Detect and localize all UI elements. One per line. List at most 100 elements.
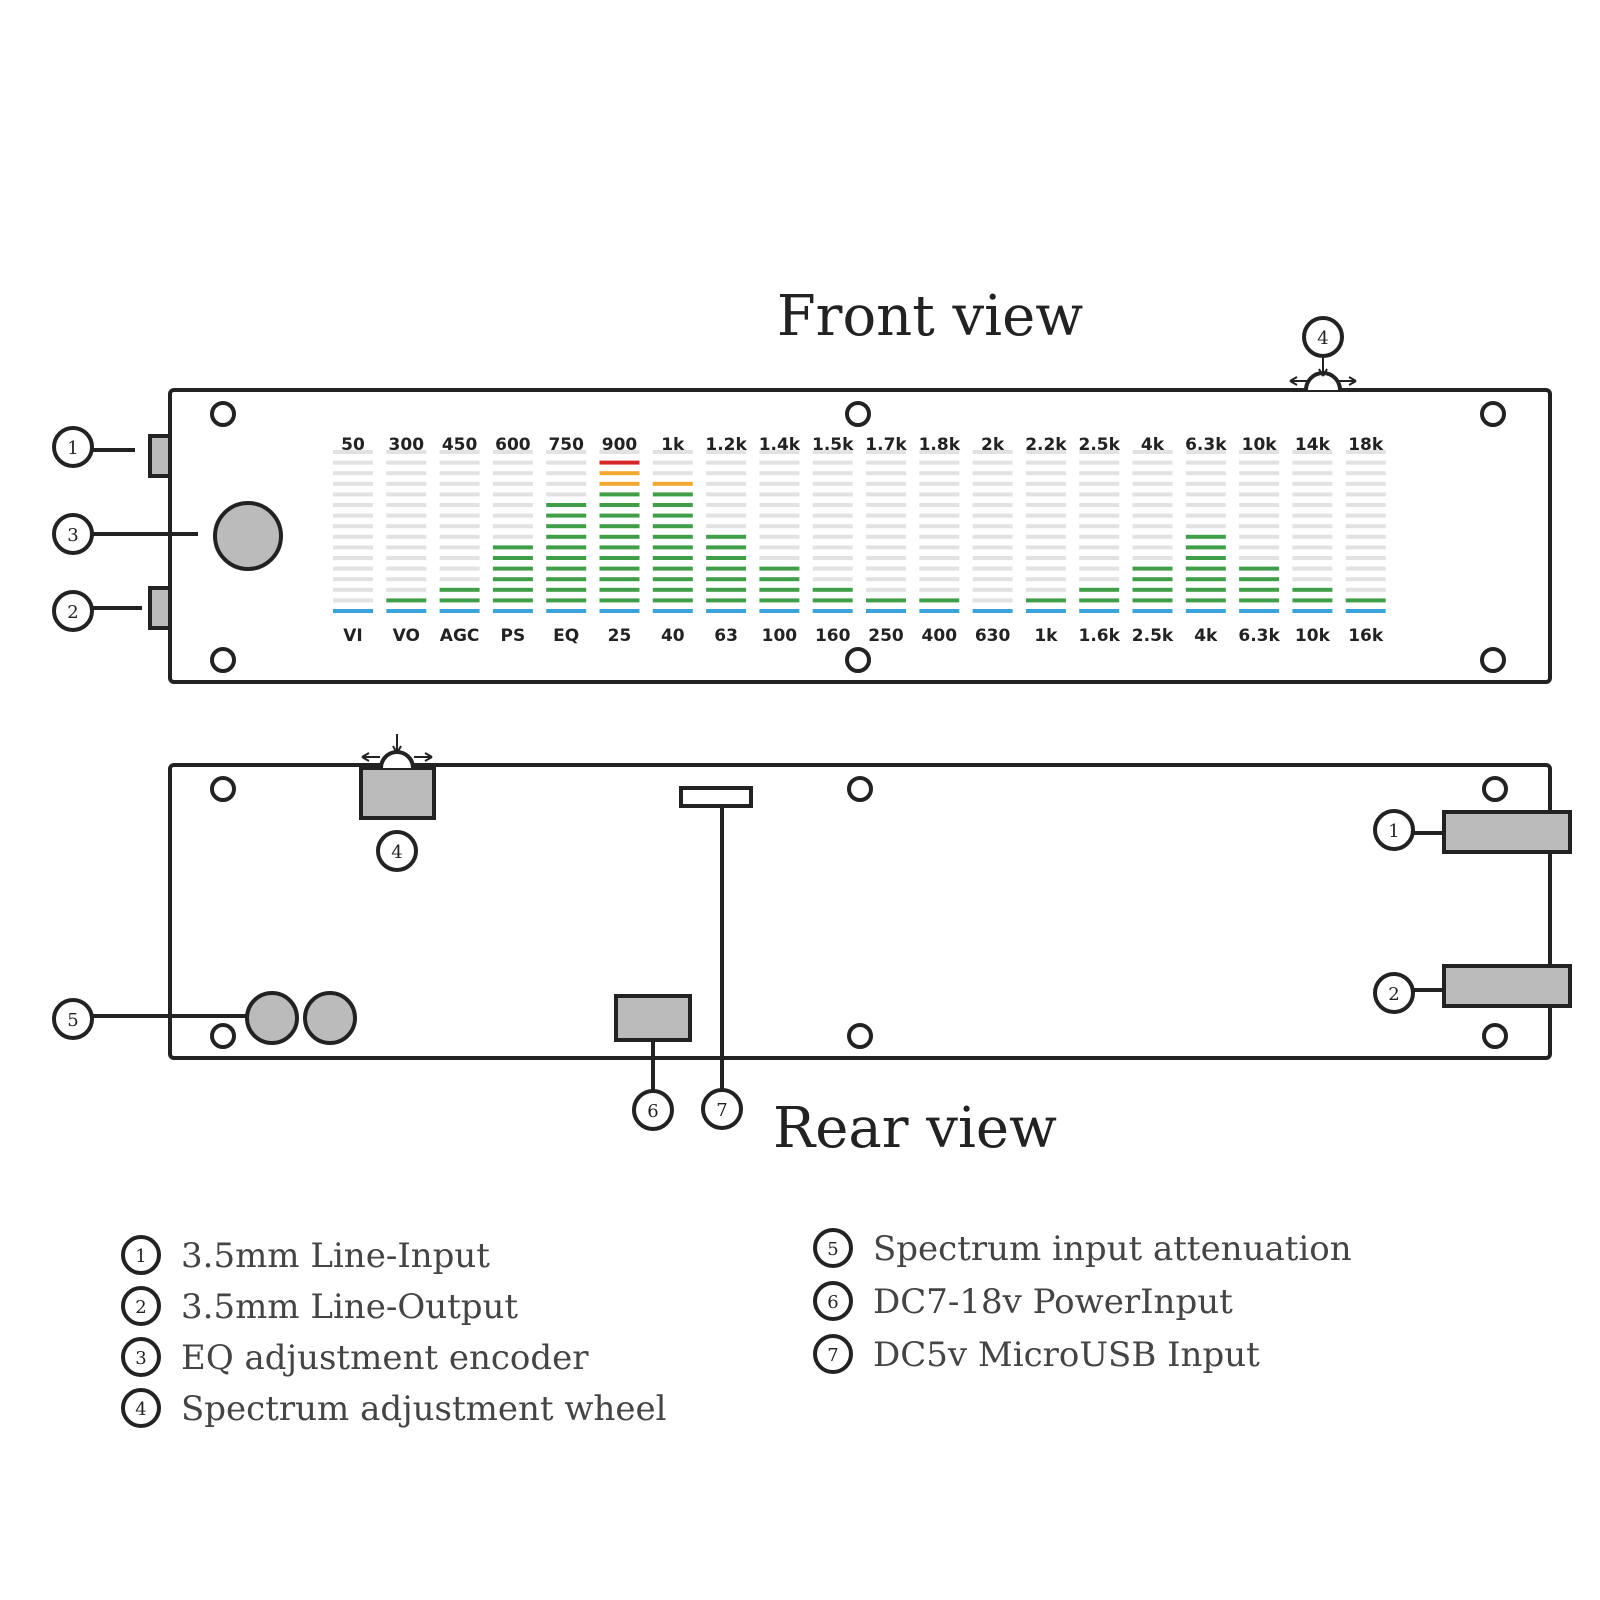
unlit-segment — [1292, 566, 1333, 571]
attenuation-pot — [303, 991, 357, 1045]
callout-circle — [632, 1089, 674, 1131]
bottom-band-label: 25 — [608, 626, 632, 646]
unlit-segment — [972, 587, 1013, 592]
unlit-segment — [386, 481, 427, 486]
spectrum-column: 2.5k1.6k — [1078, 435, 1120, 646]
lit-segment — [652, 492, 693, 497]
callout-number: 5 — [67, 1010, 78, 1031]
unlit-segment — [1185, 481, 1226, 486]
unlit-segment — [1345, 545, 1386, 550]
unlit-segment — [972, 503, 1013, 507]
arrow-head — [392, 745, 402, 754]
bottom-band-label: 4k — [1194, 626, 1218, 646]
base-segment — [919, 609, 960, 613]
bottom-band-label: 100 — [762, 626, 798, 646]
unlit-segment — [1239, 471, 1280, 476]
unlit-segment — [1025, 492, 1066, 497]
legend-number: 4 — [135, 1399, 146, 1420]
lit-segment — [599, 492, 640, 497]
lit-segment — [599, 534, 640, 539]
legend-number: 7 — [827, 1345, 838, 1366]
callout-1-front: 1 — [52, 426, 94, 468]
lit-segment — [1132, 577, 1173, 582]
unlit-segment — [1185, 513, 1226, 518]
unlit-segment — [333, 481, 373, 486]
legend-text: Spectrum adjustment wheel — [181, 1389, 667, 1429]
unlit-segment — [972, 492, 1013, 497]
unlit-segment — [1292, 556, 1333, 560]
unlit-segment — [1025, 503, 1066, 507]
unlit-segment — [333, 450, 373, 454]
unlit-segment — [1345, 481, 1386, 486]
unlit-segment — [333, 545, 373, 550]
legend-number-circle — [813, 1228, 853, 1268]
unlit-segment — [812, 513, 853, 518]
bottom-band-label: 1.6k — [1078, 626, 1120, 646]
callout-circle — [1373, 972, 1415, 1014]
lit-segment — [599, 481, 640, 486]
legend-number: 5 — [827, 1239, 838, 1260]
lit-segment — [1079, 598, 1120, 603]
lit-segment — [599, 524, 640, 529]
lit-segment — [599, 460, 640, 465]
unlit-segment — [1239, 545, 1280, 550]
lit-segment — [1239, 587, 1280, 592]
unlit-segment — [1025, 545, 1066, 550]
lit-segment — [652, 577, 693, 582]
legend-text: EQ adjustment encoder — [181, 1338, 589, 1378]
unlit-segment — [972, 450, 1013, 454]
unlit-segment — [812, 534, 853, 539]
mounting-hole — [1480, 401, 1506, 427]
unlit-segment — [919, 524, 960, 529]
base-segment — [546, 609, 587, 613]
unlit-segment — [866, 587, 906, 592]
unlit-segment — [919, 566, 960, 571]
front-panel — [168, 388, 1552, 684]
lit-segment — [652, 503, 693, 507]
lit-segment — [492, 577, 533, 582]
unlit-segment — [1025, 481, 1066, 486]
unlit-segment — [1025, 577, 1066, 582]
callout-2-rear: 2 — [1373, 972, 1415, 1014]
unlit-segment — [439, 503, 480, 507]
unlit-segment — [546, 492, 587, 497]
unlit-segment — [1345, 460, 1386, 465]
legend-text: DC5v MicroUSB Input — [873, 1335, 1260, 1375]
lit-segment — [1185, 566, 1226, 571]
unlit-segment — [1239, 492, 1280, 497]
unlit-segment — [386, 513, 427, 518]
micro-usb-port — [679, 786, 753, 808]
unlit-segment — [546, 481, 587, 486]
mounting-hole — [845, 401, 871, 427]
arrow-head — [1318, 368, 1328, 377]
mounting-hole — [210, 1023, 236, 1049]
unlit-segment — [812, 545, 853, 550]
unlit-segment — [1292, 513, 1333, 518]
unlit-segment — [706, 460, 747, 465]
lit-segment — [1132, 566, 1173, 571]
rear-panel — [168, 763, 1552, 1060]
bottom-band-label: 40 — [661, 626, 685, 646]
unlit-segment — [439, 460, 480, 465]
unlit-segment — [919, 471, 960, 476]
mounting-hole — [210, 647, 236, 673]
lit-segment — [652, 513, 693, 518]
unlit-segment — [759, 460, 800, 465]
unlit-segment — [759, 545, 800, 550]
unlit-segment — [333, 556, 373, 560]
base-segment — [1185, 609, 1226, 613]
unlit-segment — [1025, 471, 1066, 476]
unlit-segment — [1292, 577, 1333, 582]
callout-number: 7 — [716, 1100, 727, 1121]
lit-segment — [546, 598, 587, 603]
lit-segment — [866, 598, 906, 603]
unlit-segment — [972, 460, 1013, 465]
unlit-segment — [1345, 566, 1386, 571]
